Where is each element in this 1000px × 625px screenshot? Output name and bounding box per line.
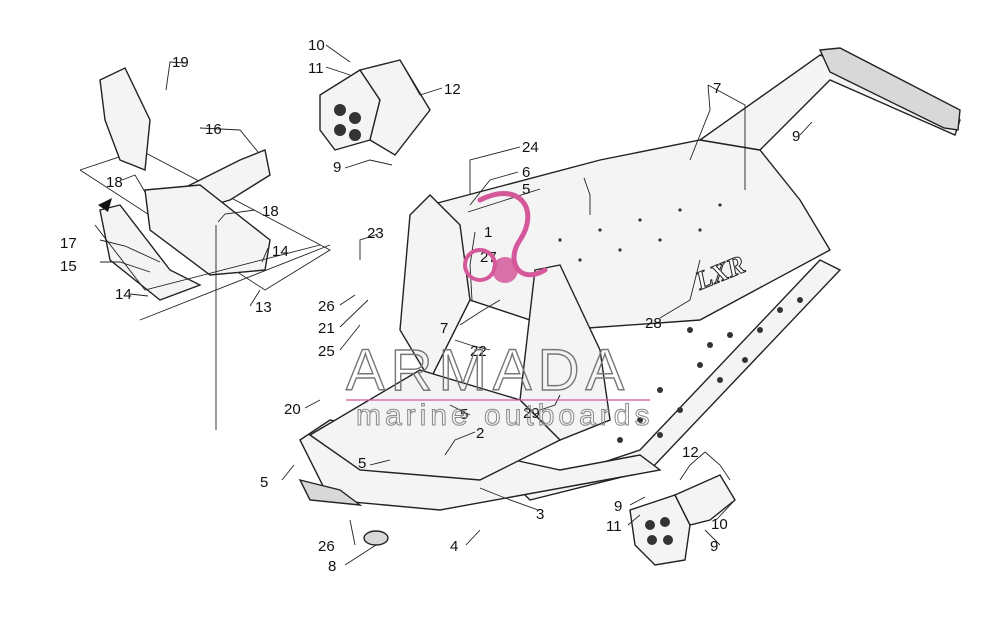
callout-17: 17 — [60, 235, 77, 252]
callout-12a: 12 — [444, 81, 461, 98]
callout-5b: 5 — [460, 406, 468, 423]
right-running-board — [518, 259, 842, 501]
callout-5c: 5 — [358, 455, 366, 472]
callout-26a: 26 — [318, 298, 335, 315]
callout-21: 21 — [318, 320, 335, 337]
callout-11a: 11 — [308, 60, 324, 77]
lower-guard-assembly — [629, 474, 736, 566]
callout-15: 15 — [60, 258, 77, 275]
callout-2: 2 — [476, 425, 484, 442]
lower-guard-flap — [674, 474, 736, 526]
callout-13: 13 — [255, 299, 272, 316]
callout-9a: 9 — [333, 159, 341, 176]
callout-22: 22 — [470, 343, 487, 360]
callout-labels: 19 16 18 18 14 17 15 14 13 10 11 12 9 24… — [60, 37, 800, 575]
chassis-assembly: LXR — [298, 47, 961, 511]
callout-16: 16 — [205, 121, 222, 138]
callout-28: 28 — [645, 315, 662, 332]
belly-pan — [308, 369, 562, 481]
upper-guard-assembly — [319, 59, 431, 156]
tunnel-deck — [429, 139, 831, 331]
callout-14b: 14 — [115, 286, 132, 303]
callout-19: 19 — [172, 54, 189, 71]
rear-crossbar — [818, 47, 961, 131]
callout-25: 25 — [318, 343, 335, 360]
bumper-plug — [363, 530, 389, 546]
callout-26b: 26 — [318, 538, 335, 555]
callout-8: 8 — [328, 558, 336, 575]
running-board-holes — [617, 297, 803, 443]
mount-plate-side — [99, 204, 202, 301]
callout-7a: 7 — [713, 80, 721, 97]
mount-plate-lower — [144, 184, 271, 276]
callout-7b: 7 — [440, 320, 448, 337]
callout-9d: 9 — [710, 538, 718, 555]
callout-3: 3 — [536, 506, 544, 523]
callout-5a: 5 — [522, 181, 530, 198]
mount-bracket-upper — [99, 67, 151, 171]
watermark-logo-icon — [463, 191, 548, 283]
callout-12b: 12 — [682, 444, 699, 461]
watermark-tagline: marine outboards — [356, 399, 653, 432]
bulkhead-left — [399, 194, 471, 382]
callout-24: 24 — [522, 139, 539, 156]
deck-rivets — [558, 203, 722, 262]
guard-hole — [334, 104, 346, 116]
callout-9b: 9 — [792, 128, 800, 145]
leader-lines — [99, 44, 813, 566]
callout-11b: 11 — [606, 518, 622, 535]
callout-18a: 18 — [106, 174, 123, 191]
watermark: ARMADA marine outboards — [345, 191, 653, 433]
watermark-brand: ARMADA — [346, 338, 630, 403]
callout-23: 23 — [367, 225, 384, 242]
callout-9c: 9 — [614, 498, 622, 515]
callout-5d: 5 — [260, 474, 268, 491]
callout-4: 4 — [450, 538, 458, 555]
callout-6: 6 — [522, 164, 530, 181]
callout-20: 20 — [284, 401, 301, 418]
callout-29: 29 — [523, 405, 540, 422]
steering-mount-assembly — [79, 67, 331, 321]
callout-18b: 18 — [262, 203, 279, 220]
callout-1: 1 — [484, 224, 492, 241]
callout-10b: 10 — [711, 516, 728, 533]
callout-14a: 14 — [272, 243, 289, 260]
callout-10a: 10 — [308, 37, 325, 54]
front-skid-plate — [298, 478, 363, 506]
callout-27: 27 — [480, 249, 497, 266]
arrow-marker-icon — [98, 198, 112, 212]
